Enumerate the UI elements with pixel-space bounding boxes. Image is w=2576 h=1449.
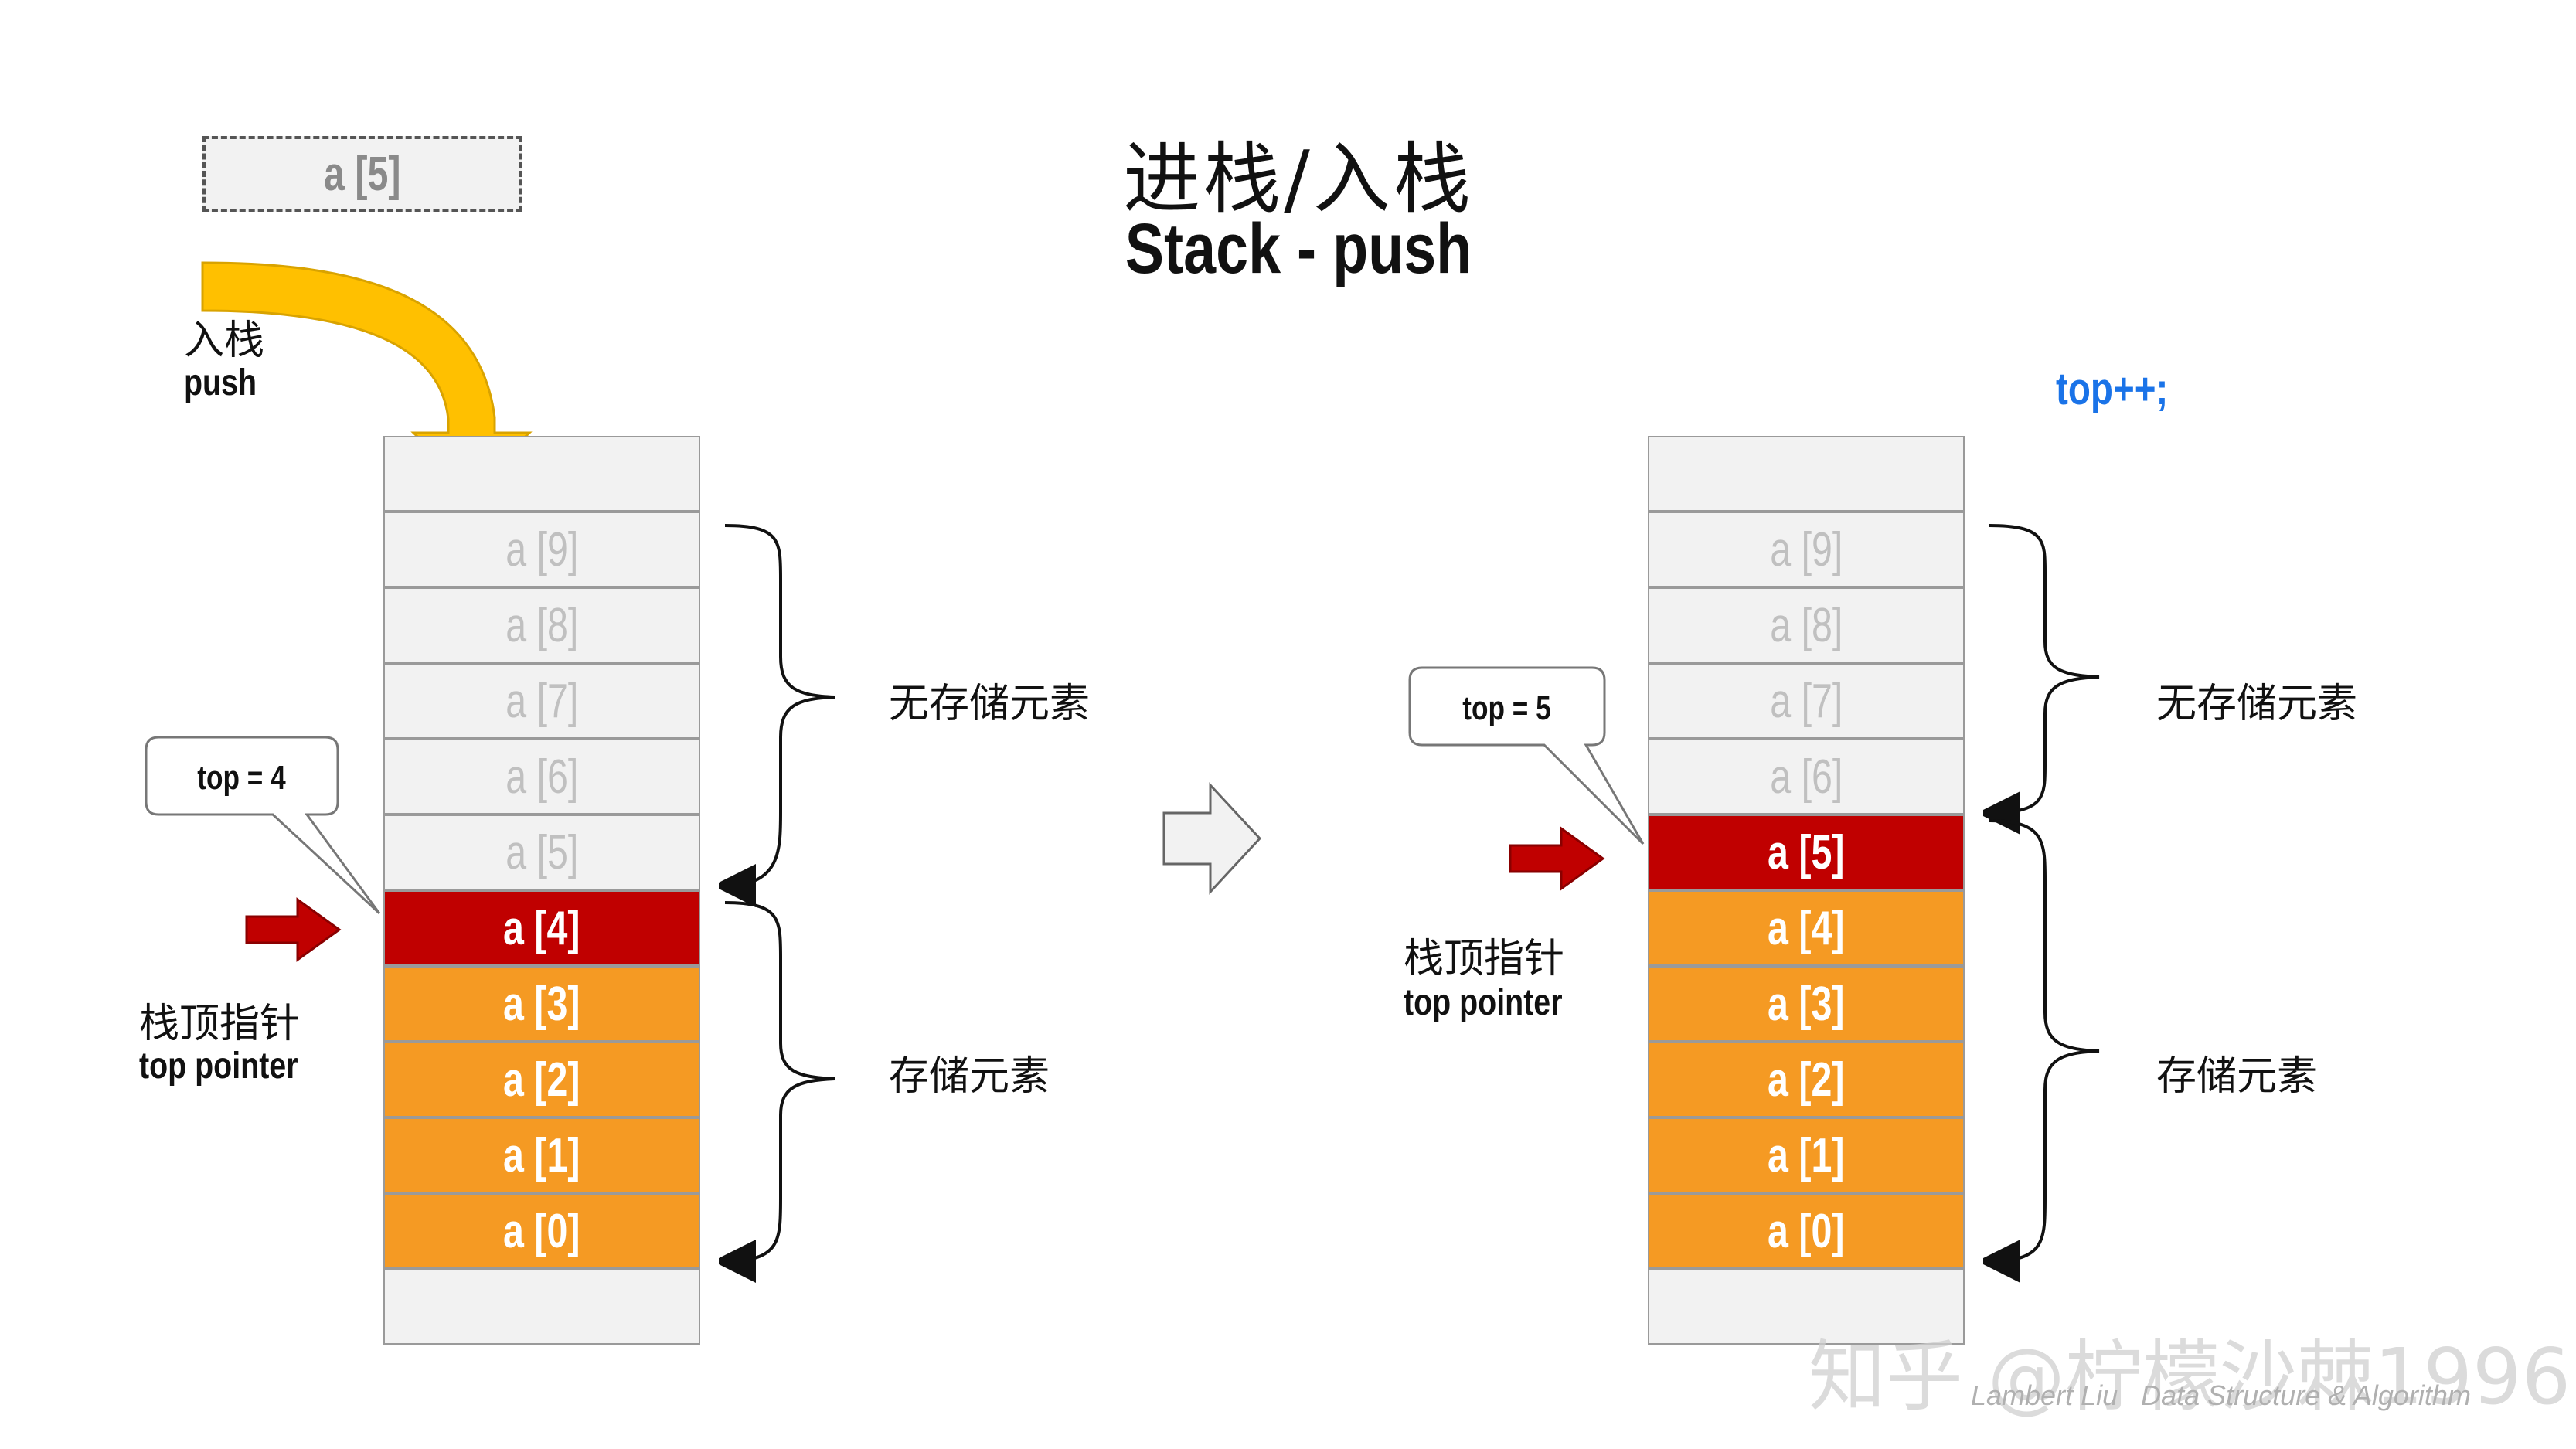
after-cell: a [3] [1648, 966, 1965, 1042]
transition-arrow-icon [1162, 782, 1262, 895]
stack-before: a [9] a [8] a [7] a [6] a [5] a [4] a [3] a [2]… [383, 436, 700, 1345]
after-cell: a [4] [1648, 890, 1965, 966]
after-cell-label: a [3] [1768, 977, 1845, 1031]
before-cell-label: a [4] [503, 901, 580, 955]
before-cell [383, 1269, 700, 1345]
before-cell: a [2] [383, 1042, 700, 1117]
after-cell [1648, 1269, 1965, 1345]
after-cell: a [9] [1648, 512, 1965, 587]
before-cell: a [8] [383, 587, 700, 663]
brace-label-empty-after: 无存储元素 [2156, 681, 2358, 727]
after-cell-label: a [4] [1768, 901, 1845, 955]
title-english: Stack - push [1125, 209, 1472, 288]
watermark: 知乎 @柠檬沙棘1996 [1809, 1332, 2571, 1422]
before-cell: a [3] [383, 966, 700, 1042]
before-cell [383, 436, 700, 512]
code-top-increment: top++; [2056, 364, 2169, 414]
after-cell: a [8] [1648, 587, 1965, 663]
after-cell-label: a [0] [1768, 1204, 1845, 1258]
pointer-arrow-before-icon [245, 897, 342, 962]
before-cell-label: a [5] [505, 825, 579, 879]
callout-before-text: top = 4 [146, 759, 338, 798]
callout-after-bubble [1408, 666, 1645, 845]
pending-element-label: a [5] [324, 147, 401, 201]
before-cell: a [9] [383, 512, 700, 587]
before-cell: a [0] [383, 1193, 700, 1269]
before-cell-label: a [6] [505, 750, 579, 804]
brace-stored-after [1983, 819, 2100, 1283]
pointer-label-before-en: top pointer [139, 1046, 298, 1087]
before-cell: a [5] [383, 815, 700, 890]
after-cell-label: a [2] [1768, 1053, 1845, 1107]
stack-after: a [9] a [8] a [7] a [6] a [5] a [4] a [3] a [2]… [1648, 436, 1965, 1345]
callout-after-value: top = 5 [1462, 689, 1552, 727]
callout-before-bubble [145, 736, 381, 915]
brace-stored-before [719, 901, 835, 1283]
pointer-label-after-en: top pointer [1404, 982, 1563, 1023]
before-cell-label: a [7] [505, 674, 579, 728]
after-cell: a [5] [1648, 815, 1965, 890]
brace-label-stored-after: 存储元素 [2156, 1053, 2318, 1100]
credit-line: Lambert Liu Data Structure & Algorithm [1971, 1379, 2471, 1411]
after-cell: a [1] [1648, 1117, 1965, 1193]
callout-after-text: top = 5 [1410, 689, 1604, 728]
braces-before [719, 524, 835, 1283]
push-label-en: push [184, 362, 257, 403]
before-cell-label: a [0] [503, 1204, 580, 1258]
before-cell: a [1] [383, 1117, 700, 1193]
after-cell-label: a [7] [1769, 674, 1843, 728]
pointer-label-before-cn: 栈顶指针 [139, 1001, 301, 1047]
brace-label-stored-before: 存储元素 [889, 1053, 1050, 1100]
after-cell-label: a [5] [1768, 825, 1845, 879]
before-cell-label: a [2] [503, 1053, 580, 1107]
pending-element-box: a [5] [202, 136, 522, 212]
before-cell: a [4] [383, 890, 700, 966]
braces-after [1983, 524, 2100, 1283]
after-cell-label: a [9] [1769, 522, 1843, 577]
pointer-label-after-cn: 栈顶指针 [1404, 936, 1565, 982]
brace-label-empty-before: 无存储元素 [889, 681, 1091, 727]
before-cell-label: a [9] [505, 522, 579, 577]
after-cell-label: a [6] [1769, 750, 1843, 804]
before-cell-label: a [3] [503, 977, 580, 1031]
callout-before-value: top = 4 [197, 759, 287, 797]
after-cell: a [7] [1648, 663, 1965, 739]
push-label-cn: 入栈 [184, 318, 265, 364]
before-cell-label: a [8] [505, 598, 579, 652]
brace-empty-after [1983, 524, 2100, 835]
after-cell-label: a [8] [1769, 598, 1843, 652]
pointer-arrow-after-icon [1509, 826, 1605, 891]
after-cell: a [2] [1648, 1042, 1965, 1117]
title-chinese: 进栈/入栈 [1123, 134, 1474, 224]
before-cell: a [7] [383, 663, 700, 739]
after-cell-label: a [1] [1768, 1128, 1845, 1182]
before-cell: a [6] [383, 739, 700, 815]
after-cell: a [6] [1648, 739, 1965, 815]
brace-empty-before [719, 524, 835, 907]
after-cell: a [0] [1648, 1193, 1965, 1269]
before-cell-label: a [1] [503, 1128, 580, 1182]
after-cell [1648, 436, 1965, 512]
